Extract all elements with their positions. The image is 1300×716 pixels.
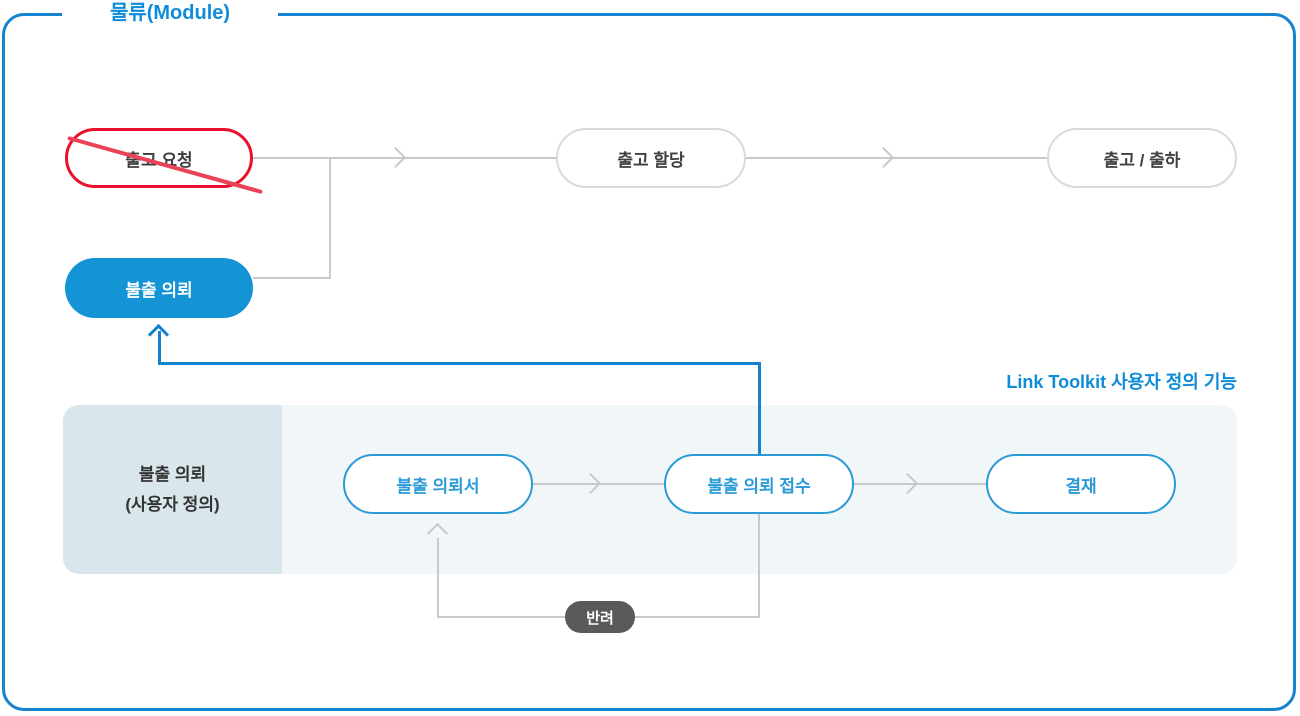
connector-line	[329, 158, 331, 278]
panel-label-line2: (사용자 정의)	[125, 494, 220, 514]
node-release-request-form: 불출 의뢰서	[343, 454, 533, 514]
node-shipment-allocation-label: 출고 할당	[617, 150, 685, 170]
node-shipment-shipping: 출고 / 출하	[1047, 128, 1237, 188]
node-shipment-request: 출고 요청	[65, 128, 263, 195]
connector-line	[758, 362, 761, 454]
module-title: 물류(Module)	[62, 0, 278, 27]
connector-line	[253, 277, 331, 279]
module-frame	[2, 13, 1296, 711]
node-release-request-receipt-label: 불출 의뢰 접수	[707, 476, 811, 496]
connector-line	[746, 157, 1047, 159]
connector-line	[533, 483, 664, 485]
connector-line	[253, 157, 556, 159]
toolkit-caption: Link Toolkit 사용자 정의 기능	[1006, 372, 1237, 392]
reject-badge: 반려	[565, 601, 635, 633]
node-approval-label: 결재	[1065, 476, 1097, 496]
connector-line	[158, 331, 161, 364]
connector-line	[758, 514, 760, 618]
node-approval: 결재	[986, 454, 1176, 514]
connector-line	[854, 483, 986, 485]
connector-line	[158, 362, 761, 365]
panel-label-line1: 불출 의뢰	[138, 464, 207, 484]
node-shipment-allocation: 출고 할당	[556, 128, 746, 188]
node-release-request-receipt: 불출 의뢰 접수	[664, 454, 854, 514]
node-shipment-request-label: 출고 요청	[125, 150, 193, 170]
node-release-request-form-label: 불출 의뢰서	[396, 476, 480, 496]
node-shipment-shipping-label: 출고 / 출하	[1103, 150, 1181, 170]
node-release-request: 불출 의뢰	[65, 258, 253, 318]
node-release-request-label: 불출 의뢰	[125, 280, 193, 300]
connector-line	[437, 538, 439, 618]
panel-label: 불출 의뢰 (사용자 정의)	[63, 405, 282, 574]
